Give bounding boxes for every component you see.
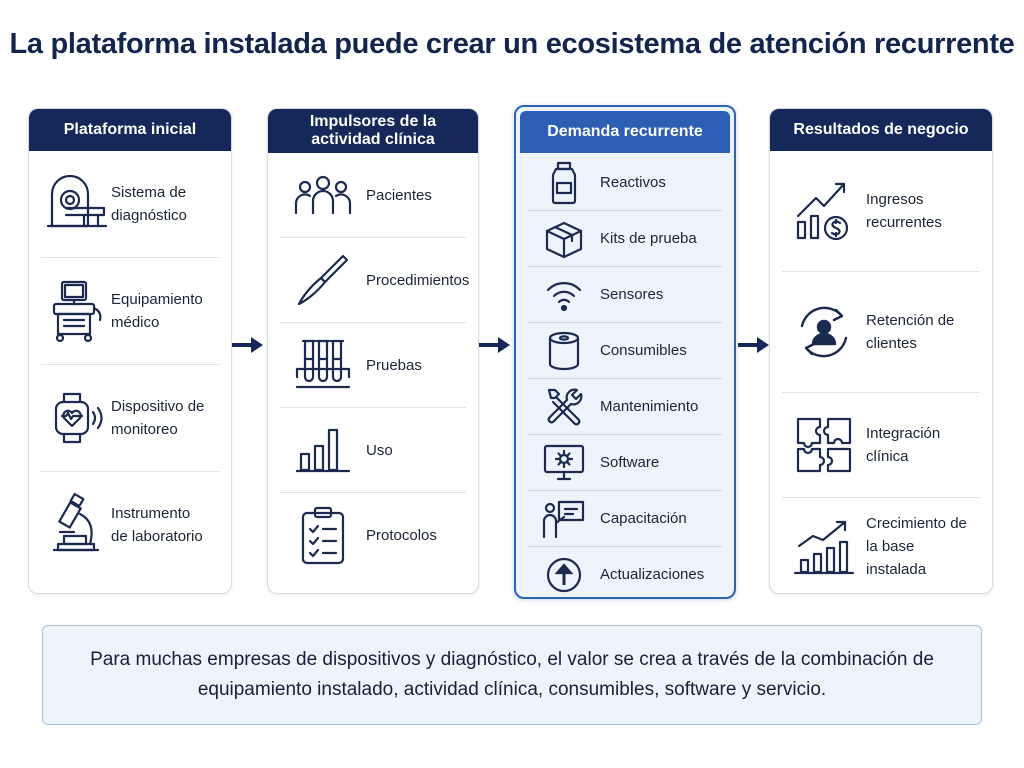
list-item: Capacitación <box>528 491 722 547</box>
column-clinical-drivers: Impulsores de la actividad clínica Pacie… <box>267 108 479 594</box>
bar-chart-icon <box>280 426 366 474</box>
item-label: Actualizaciones <box>600 566 705 583</box>
wireless-sensor-icon <box>528 278 600 312</box>
puzzle-icon <box>782 415 866 475</box>
column-recurring-demand: Demanda recurrente Reactivos <box>514 105 736 599</box>
list-item: Crecimiento de la base instalada <box>782 498 980 593</box>
column-header: Resultados de negocio <box>770 109 992 151</box>
item-label: Integración clínica <box>866 425 941 465</box>
list-item: Sensores <box>528 267 722 323</box>
item-label: Pacientes <box>366 186 432 204</box>
list-item: Retención de clientes <box>782 272 980 393</box>
box-icon <box>528 219 600 259</box>
mri-scanner-icon <box>41 172 111 236</box>
column-header: Impulsores de la actividad clínica <box>268 109 478 153</box>
list-item: Protocolos <box>280 493 466 577</box>
list-item: Reactivos <box>528 155 722 211</box>
monitor-gear-icon <box>528 443 600 483</box>
list-item: Software <box>528 435 722 491</box>
column-header: Demanda recurrente <box>520 111 730 153</box>
item-label: Pruebas <box>366 356 422 374</box>
item-label: Sistema de diagnóstico <box>111 184 187 224</box>
item-label: Sensores <box>600 286 664 303</box>
medical-equipment-icon <box>41 278 111 344</box>
item-label: Dispositivo de monitoreo <box>111 398 205 438</box>
item-label: Procedimientos <box>366 271 470 289</box>
growth-chart-icon <box>782 516 866 576</box>
reagent-vial-icon <box>528 161 600 205</box>
list-item: Procedimientos <box>280 238 470 323</box>
item-label: Capacitación <box>600 510 687 527</box>
summary-note: Para muchas empresas de dispositivos y d… <box>42 625 982 725</box>
list-item: Actualizaciones <box>528 547 722 597</box>
item-label: Software <box>600 454 660 471</box>
customer-retention-icon <box>782 300 866 364</box>
item-label: Reactivos <box>600 174 666 191</box>
item-label: Uso <box>366 441 393 459</box>
patients-icon <box>280 173 366 217</box>
item-label: Retención de clientes <box>866 312 955 352</box>
list-item: Ingresos recurrentes <box>782 151 980 272</box>
list-item: Sistema de diagnóstico <box>41 151 219 258</box>
test-tubes-icon <box>280 337 366 393</box>
upgrade-arrow-icon <box>528 555 600 595</box>
list-item: Kits de prueba <box>528 211 722 267</box>
item-label: Mantenimiento <box>600 398 699 415</box>
list-item: Dispositivo de monitoreo <box>41 365 219 472</box>
item-label: Consumibles <box>600 342 687 359</box>
flow-arrow-icon <box>738 337 769 353</box>
roll-icon <box>528 330 600 372</box>
presenter-icon <box>528 499 600 539</box>
item-label: Ingresos recurrentes <box>866 191 942 231</box>
flow-arrow-icon <box>479 337 510 353</box>
smartwatch-icon <box>41 386 111 450</box>
tools-icon <box>528 386 600 428</box>
list-item: Mantenimiento <box>528 379 722 435</box>
list-item: Uso <box>280 408 466 493</box>
list-item: Pruebas <box>280 323 466 408</box>
item-label: Crecimiento de la base instalada <box>866 514 967 578</box>
item-label: Instrumento de laboratorio <box>111 505 203 545</box>
list-item: Integración clínica <box>782 393 980 498</box>
list-item: Consumibles <box>528 323 722 379</box>
scalpel-icon <box>280 250 366 310</box>
diagram-title: La plataforma instalada puede crear un e… <box>9 28 1015 60</box>
column-business-results: Resultados de negocio Ingresos recurrent… <box>769 108 993 594</box>
list-item: Equipamiento médico <box>41 258 219 365</box>
column-header: Plataforma inicial <box>29 109 231 151</box>
clipboard-checklist-icon <box>280 505 366 565</box>
flow-arrow-icon <box>232 337 263 353</box>
list-item: Instrumento de laboratorio <box>41 472 219 578</box>
item-label: Kits de prueba <box>600 230 697 247</box>
item-label: Equipamiento médico <box>111 291 203 331</box>
microscope-icon <box>41 492 111 558</box>
column-initial-platform: Plataforma inicial Sistema de diagnóstic… <box>28 108 232 594</box>
list-item: Pacientes <box>280 153 466 238</box>
revenue-growth-icon <box>782 176 866 246</box>
item-label: Protocolos <box>366 526 437 544</box>
